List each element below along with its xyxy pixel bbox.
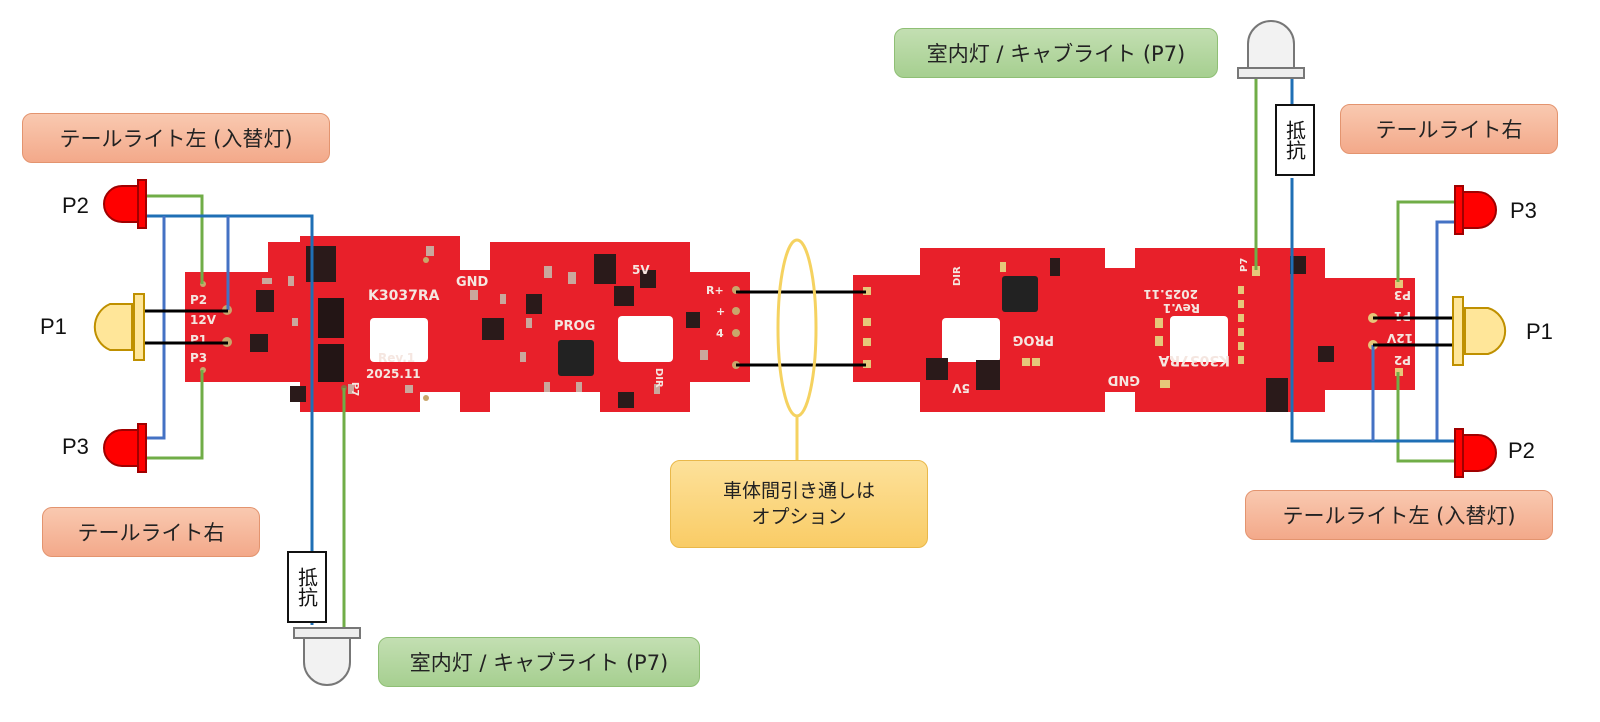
label-option: 車体間引き通しは オプション	[670, 460, 928, 548]
right-board-date: 2025.11	[1143, 287, 1198, 301]
wire-right-p3-green	[1396, 200, 1455, 282]
led-left-p2-icon	[103, 179, 147, 229]
left-silk-p7: P7	[349, 382, 360, 396]
right-silk-dir: DIR	[952, 266, 963, 286]
right-silk-p7: P7	[1239, 258, 1250, 272]
right-board-name: K3037RA	[1158, 352, 1230, 368]
left-board-rev: Rev.1	[378, 351, 415, 365]
wire-left-p3-green	[146, 370, 204, 460]
pin-right-p2: P2	[1508, 438, 1535, 463]
wire-left-common-blue	[146, 214, 314, 625]
wire-left-p3-blue	[146, 216, 166, 440]
right-silk-p2: P2	[1394, 353, 1411, 367]
left-pcb: P2 12V P1 P3 K3037RA GND Rev.1 2025.11 P…	[185, 236, 750, 412]
left-silk-p3: P3	[190, 351, 207, 365]
resistor-left: 抵抗	[287, 551, 327, 623]
left-silk-12v: 12V	[190, 313, 217, 327]
right-board-rev: Rev.1	[1163, 301, 1200, 315]
wire-right-p3-blue	[1435, 220, 1455, 441]
left-silk-plus: +	[716, 305, 725, 318]
left-silk-rplus: R+	[706, 284, 724, 297]
led-left-interior-icon	[293, 627, 361, 686]
led-right-p2-icon	[1454, 428, 1497, 478]
resistor-right: 抵抗	[1275, 104, 1315, 176]
label-left-tail-left: テールライト左 (入替灯)	[22, 113, 330, 163]
right-silk-prog: PROG	[1013, 332, 1054, 347]
led-left-p3-icon	[103, 423, 147, 473]
right-silk-12v: 12V	[1386, 331, 1413, 345]
option-ellipse	[776, 238, 818, 418]
left-board-date: 2025.11	[366, 367, 421, 381]
left-silk-gnd: GND	[456, 275, 489, 290]
right-wires	[1254, 78, 1455, 463]
pin-right-p1: P1	[1526, 319, 1553, 344]
right-silk-gnd: GND	[1107, 372, 1140, 387]
led-right-p1-icon	[1452, 296, 1507, 366]
left-silk-p2: P2	[190, 293, 207, 307]
left-board-name: K3037RA	[368, 288, 440, 304]
left-silk-5v: 5V	[632, 263, 650, 277]
pin-left-p2: P2	[62, 193, 89, 218]
label-right-tail-left: テールライト左 (入替灯)	[1245, 490, 1553, 540]
label-left-interior: 室内灯 / キャブライト (P7)	[378, 637, 700, 687]
left-silk-4: 4	[716, 327, 724, 340]
left-wires	[144, 194, 866, 628]
wire-left-p2-green	[146, 194, 204, 284]
led-right-p3-icon	[1454, 185, 1497, 235]
label-left-tail-right: テールライト右	[42, 507, 260, 557]
label-right-tail-right: テールライト右	[1340, 104, 1558, 154]
pin-left-p1: P1	[40, 314, 67, 339]
label-right-interior: 室内灯 / キャブライト (P7)	[894, 28, 1218, 78]
right-silk-5v: 5V	[952, 381, 970, 395]
led-right-interior-icon	[1237, 20, 1305, 79]
led-left-p1-icon	[93, 293, 145, 361]
left-silk-dir: DIR	[653, 368, 664, 388]
option-line-2: オプション	[751, 506, 847, 528]
pin-right-p3: P3	[1510, 198, 1537, 223]
option-line-1: 車体間引き通しは	[722, 480, 875, 502]
right-silk-p1: P1	[1394, 309, 1411, 323]
pin-left-p3: P3	[62, 434, 89, 459]
right-pcb: P3 P1 12V P2 K3037RA 2025.11 Rev.1 PROG …	[853, 248, 1415, 412]
wire-right-common-blue	[1290, 178, 1455, 443]
left-silk-prog: PROG	[554, 319, 595, 334]
right-silk-p3: P3	[1394, 288, 1411, 302]
wire-right-p2-green	[1396, 372, 1455, 463]
left-silk-p1: P1	[190, 333, 207, 347]
